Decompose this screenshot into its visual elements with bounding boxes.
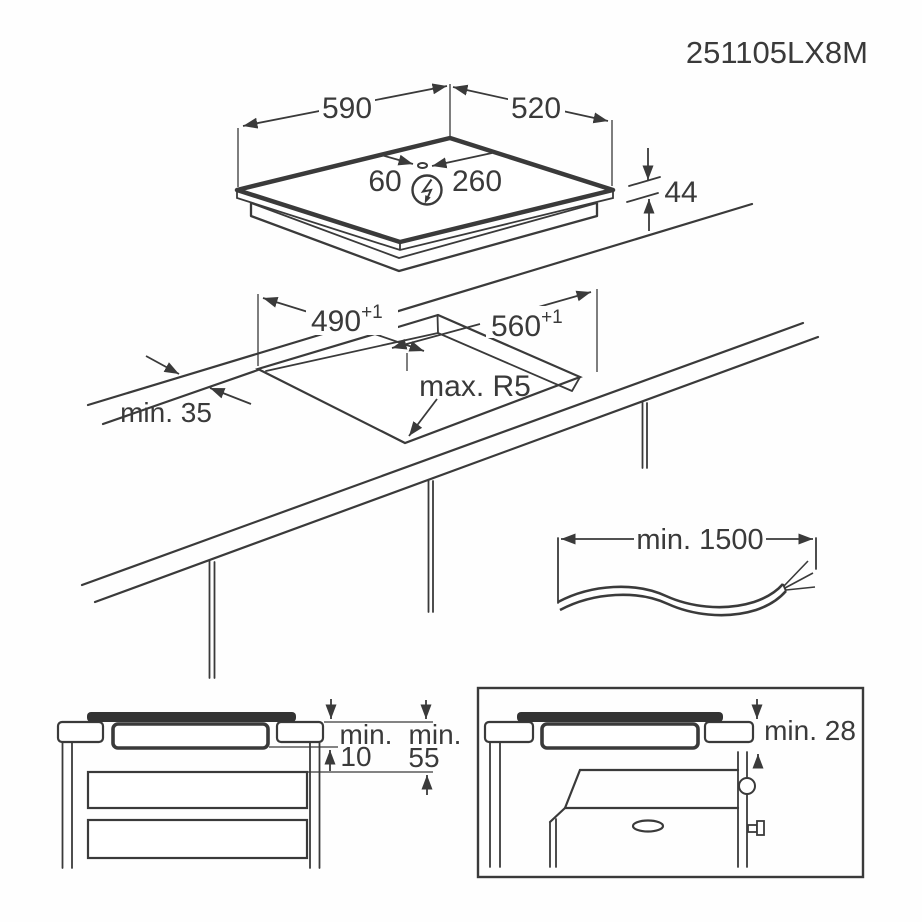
hob-body xyxy=(249,203,599,273)
power-cable-view: min. 1500 xyxy=(557,524,817,617)
model-number: 251105LX8M xyxy=(686,35,868,70)
cabinet-panels xyxy=(208,401,648,679)
power-bolt-icon xyxy=(411,174,443,206)
cable-wire-ends xyxy=(783,560,816,591)
cabinet-left-leg xyxy=(489,742,501,868)
hob-body-section-2 xyxy=(540,722,700,750)
fixing-screw xyxy=(747,824,758,833)
dim-cutout-width-tolerance: +1 xyxy=(541,307,563,328)
hob-glass-section xyxy=(87,712,296,722)
dimension-min-10: min. 10 xyxy=(324,699,393,772)
oven-drawing xyxy=(548,768,765,868)
dimension-590: 590 xyxy=(242,83,448,129)
oven-hinge-knob xyxy=(738,777,756,795)
dimension-min-35: min. 35 xyxy=(120,355,252,428)
glass-edge xyxy=(236,189,614,251)
dim-depth-label: 520 xyxy=(511,92,561,125)
cutout-clearance-line xyxy=(101,368,260,426)
dim-cable-length: min. 1500 xyxy=(636,524,763,556)
svg-text:490+1: 490+1 xyxy=(311,302,383,338)
dimension-560: 560+1 xyxy=(391,290,592,350)
dim-corner-radius: max. R5 xyxy=(419,370,531,403)
worktop-cutout-hole xyxy=(255,313,583,445)
hob-body-section xyxy=(111,722,270,750)
drawer-top xyxy=(86,770,309,810)
worktop-left-section xyxy=(56,720,105,744)
svg-text:560+1: 560+1 xyxy=(491,307,563,343)
worktop-left-section-2 xyxy=(483,720,535,744)
hob-glass-section-2 xyxy=(517,712,723,722)
worktop-right-section xyxy=(275,720,325,744)
oven-door-handle xyxy=(631,819,665,833)
dim-conn-right: 260 xyxy=(452,165,502,198)
dimension-520: 520 xyxy=(452,84,609,125)
arrow-260 xyxy=(431,152,493,169)
worktop-front-bottom-edge xyxy=(93,335,820,604)
oven-section-frame xyxy=(476,686,865,879)
dim-conn-left: 60 xyxy=(368,165,401,198)
gap-label-2: min. xyxy=(409,719,462,750)
dimension-490: 490+1 xyxy=(262,297,425,352)
dimension-min-55: min. 55 xyxy=(408,700,461,795)
arrow-60 xyxy=(380,154,414,166)
dim-cutout-depth-tolerance: +1 xyxy=(361,302,383,323)
worktop-right-section-2 xyxy=(703,720,755,744)
dim-height-label: 44 xyxy=(664,176,697,209)
dim-cutout-width: 560 xyxy=(491,310,541,343)
dimension-44: 44 xyxy=(626,148,698,231)
corner-radius-callout: max. R5 xyxy=(408,370,531,437)
cabinet-section-view: min. 10 min. 55 xyxy=(56,699,461,869)
dim-oven-clearance: min. 28 xyxy=(764,715,856,746)
hob-isometric-view: 590 520 60 260 xyxy=(234,83,698,273)
cutout-inner-wall xyxy=(265,314,581,392)
dim-rear-clearance: min. 35 xyxy=(120,397,212,428)
cabinet-right-panel xyxy=(737,751,748,868)
dim-width-label: 590 xyxy=(322,92,372,125)
cabinet-legs xyxy=(61,742,321,869)
dimension-min-28: min. 28 xyxy=(751,699,856,769)
gap-value-2: 55 xyxy=(408,742,439,773)
gap-value-1: 10 xyxy=(340,741,371,772)
oven-section-view: min. 28 xyxy=(476,686,865,879)
worktop-back-edge xyxy=(86,202,754,407)
cable-drawing xyxy=(557,560,816,617)
dim-cutout-depth: 490 xyxy=(311,305,361,338)
worktop-cutout-view: min. 35 490+1 560+1 max. R5 xyxy=(80,202,820,679)
worktop-front-top-edge xyxy=(80,321,805,587)
drawer-bottom xyxy=(86,818,309,860)
gap-label-1: min. xyxy=(340,719,393,750)
mains-connection-point xyxy=(417,162,428,169)
